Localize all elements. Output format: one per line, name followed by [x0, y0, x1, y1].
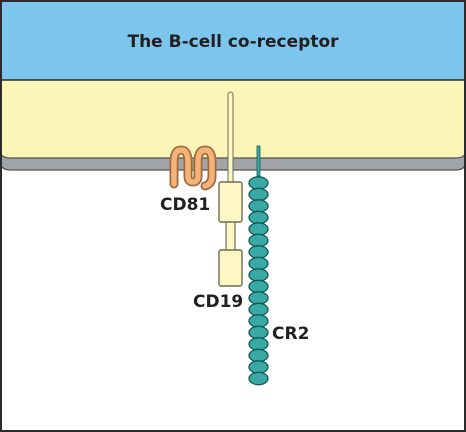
cr2-repeat-domain	[248, 302, 269, 317]
cr2-repeat-domain	[248, 371, 269, 386]
cd81-label: CD81	[160, 195, 210, 215]
cd19-protein	[218, 91, 243, 287]
cr2-repeat-domain	[248, 279, 269, 294]
cr2-label: CR2	[272, 324, 309, 344]
cr2-repeat-domain	[248, 314, 269, 328]
cr2-repeat-domain	[248, 210, 269, 225]
cr2-repeat-domain	[248, 176, 269, 190]
cr2-repeat-domain	[248, 187, 269, 202]
title-bar	[0, 0, 466, 80]
figure-title: The B-cell co-receptor	[127, 32, 339, 52]
cr2-repeat-domain	[248, 256, 269, 271]
cr2-repeat-domain	[248, 268, 269, 282]
cr2-repeat-domain	[248, 325, 269, 340]
cr2-repeat-domain	[248, 348, 269, 363]
cr2-repeat-domain	[248, 222, 269, 236]
cd81-protein	[169, 145, 217, 191]
cr2-repeat-domain	[248, 245, 269, 259]
cr2-protein	[248, 145, 269, 386]
cr2-repeat-domain	[248, 291, 269, 305]
cr2-repeat-domain	[248, 360, 269, 374]
cd19-label: CD19	[193, 292, 243, 312]
cr2-repeat-domain	[248, 337, 269, 351]
cr2-repeat-domain	[248, 233, 269, 248]
cr2-repeat-domain	[248, 199, 269, 213]
